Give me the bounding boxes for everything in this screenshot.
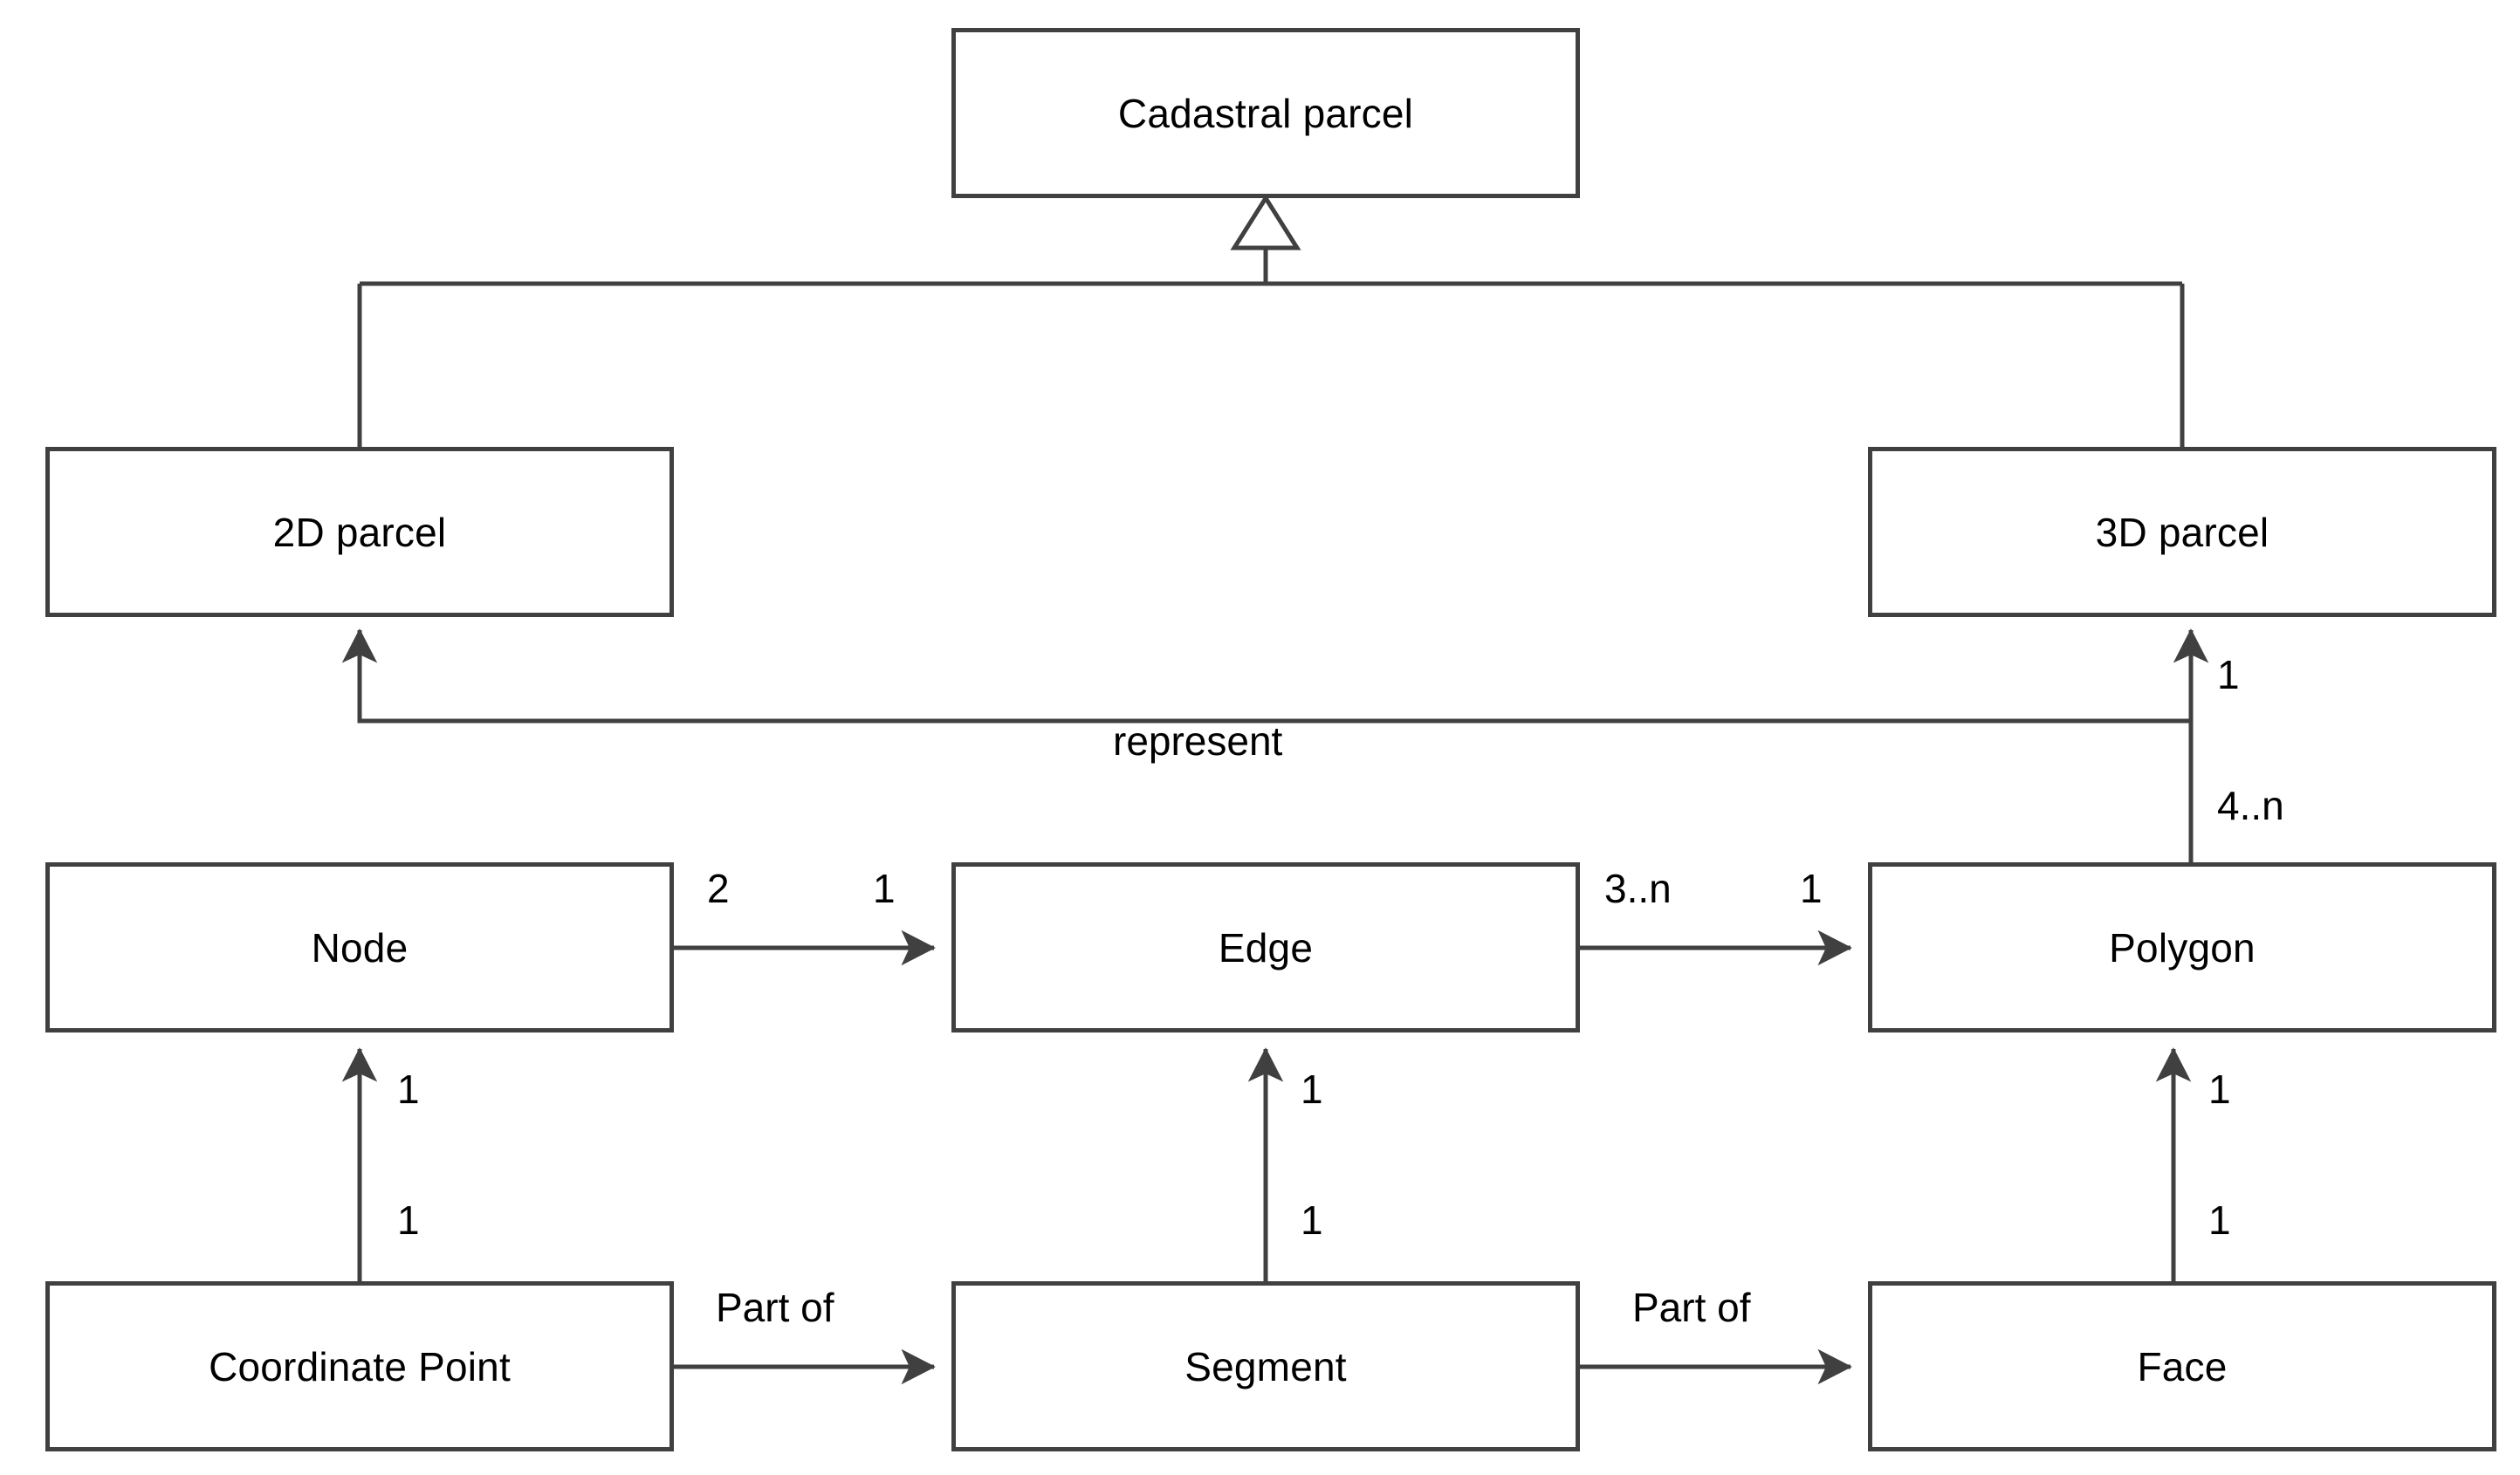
class-box-polygon[interactable]: Polygon bbox=[1868, 862, 2496, 1032]
multiplicity-polygon-to-3d-parcel-source: 4..n bbox=[2217, 783, 2284, 828]
class-box-segment[interactable]: Segment bbox=[951, 1281, 1580, 1451]
class-box-2d-parcel[interactable]: 2D parcel bbox=[45, 447, 674, 617]
generalization-triangle-icon bbox=[1230, 194, 1301, 250]
multiplicity-segment-to-edge-target: 1 bbox=[1301, 1067, 1323, 1112]
association-label-part-of-coordinate-point-segment: Part of bbox=[716, 1285, 834, 1330]
class-label-2d-parcel: 2D parcel bbox=[272, 509, 447, 555]
association-label-represent: represent bbox=[1113, 718, 1283, 764]
multiplicity-node-to-edge-target: 1 bbox=[873, 866, 896, 911]
class-box-cadastral-parcel[interactable]: Cadastral parcel bbox=[951, 28, 1580, 198]
multiplicity-coordinate-point-to-node-source: 1 bbox=[397, 1197, 420, 1243]
class-label-edge: Edge bbox=[1218, 924, 1314, 971]
multiplicity-face-to-polygon-target: 1 bbox=[2208, 1067, 2231, 1112]
class-label-coordinate-point: Coordinate Point bbox=[209, 1343, 511, 1389]
class-label-segment: Segment bbox=[1184, 1343, 1347, 1389]
multiplicity-face-to-polygon-source: 1 bbox=[2208, 1197, 2231, 1243]
class-box-node[interactable]: Node bbox=[45, 862, 674, 1032]
multiplicity-node-to-edge-source: 2 bbox=[707, 866, 730, 911]
multiplicity-edge-to-polygon-target: 1 bbox=[1800, 866, 1823, 911]
class-box-coordinate-point[interactable]: Coordinate Point bbox=[45, 1281, 674, 1451]
class-label-polygon: Polygon bbox=[2109, 924, 2256, 971]
class-label-cadastral-parcel: Cadastral parcel bbox=[1117, 90, 1414, 136]
class-box-3d-parcel[interactable]: 3D parcel bbox=[1868, 447, 2496, 617]
class-label-node: Node bbox=[311, 924, 409, 971]
multiplicity-polygon-to-3d-parcel-target: 1 bbox=[2217, 652, 2240, 697]
association-label-part-of-segment-face: Part of bbox=[1632, 1285, 1751, 1330]
multiplicity-edge-to-polygon-source: 3..n bbox=[1604, 866, 1672, 911]
class-label-3d-parcel: 3D parcel bbox=[2095, 509, 2269, 555]
class-label-face: Face bbox=[2137, 1343, 2228, 1389]
class-box-edge[interactable]: Edge bbox=[951, 862, 1580, 1032]
multiplicity-segment-to-edge-source: 1 bbox=[1301, 1197, 1323, 1243]
multiplicity-coordinate-point-to-node-target: 1 bbox=[397, 1067, 420, 1112]
class-box-face[interactable]: Face bbox=[1868, 1281, 2496, 1451]
